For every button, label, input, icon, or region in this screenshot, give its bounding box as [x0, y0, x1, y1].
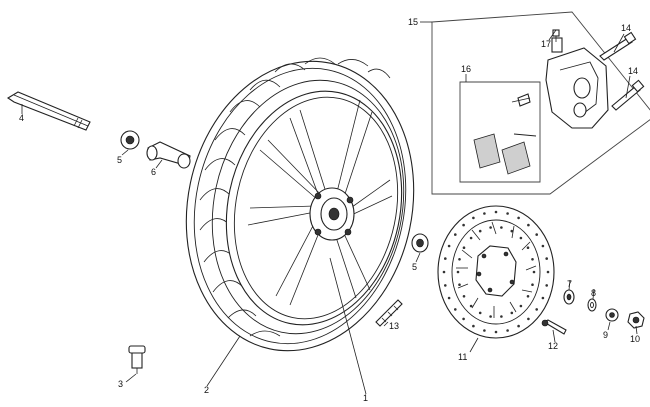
callout-3: 3 [118, 379, 124, 389]
leader-lines [21, 21, 638, 395]
disc-hole [531, 283, 534, 287]
washer-8 [587, 298, 597, 312]
disc-hole [510, 311, 514, 315]
disc-hole [545, 284, 548, 287]
disc-hole [531, 258, 534, 261]
callout-5a: 5 [117, 155, 123, 165]
disc-hole [458, 283, 461, 287]
disc-hole [472, 216, 475, 220]
callout-14a: 14 [621, 23, 632, 33]
brake-disc [437, 205, 555, 339]
bearing-left [120, 130, 140, 150]
callout-8: 8 [591, 288, 597, 298]
disc-hole [462, 317, 465, 321]
disc-hole [489, 226, 492, 229]
callout-5b: 5 [412, 262, 418, 272]
disc-hole [526, 295, 530, 298]
callout-16: 16 [461, 64, 472, 74]
disc-hole [483, 212, 486, 215]
disc-hole [462, 295, 466, 298]
disc-hole [489, 315, 492, 318]
callout-15: 15 [408, 17, 419, 27]
callout-14b: 14 [628, 66, 639, 76]
disc-hole [458, 258, 461, 261]
callout-4: 4 [19, 113, 25, 123]
disc-hole [500, 226, 503, 229]
disc-hole [506, 329, 509, 332]
brake-caliper-assembly [431, 11, 650, 195]
disc-hole [535, 233, 538, 236]
callout-10: 10 [630, 334, 641, 344]
speedo-ring [375, 299, 403, 327]
wheel-rim [225, 90, 403, 326]
pad-kit [459, 81, 541, 183]
callout-9: 9 [603, 330, 609, 340]
caliper-bolt-upper [599, 31, 637, 61]
disc-hole [527, 223, 530, 227]
disc-hole [541, 296, 545, 300]
disc-hole [526, 246, 530, 249]
callout-17: 17 [541, 39, 552, 49]
washer-9 [605, 308, 619, 322]
disc-hole [500, 315, 503, 318]
disc-hole [447, 296, 451, 300]
disc-hole [510, 229, 514, 233]
disc-hole [454, 233, 457, 236]
bearing-right [411, 233, 429, 253]
disc-hole [532, 270, 536, 274]
disc-hole [444, 284, 447, 287]
disc-hole [478, 311, 482, 315]
spacer [146, 141, 191, 169]
disc-hole [447, 244, 451, 248]
callout-11: 11 [458, 352, 468, 362]
disc-hole [494, 330, 498, 334]
callout-7: 7 [567, 279, 573, 289]
disc-hole [442, 270, 446, 274]
disc-hole [462, 246, 466, 249]
callout-12: 12 [548, 341, 559, 351]
disc-hole [456, 270, 460, 274]
disc-screw [541, 319, 567, 335]
disc-hole [483, 329, 486, 332]
callout-6: 6 [151, 167, 157, 177]
callout-1: 1 [363, 393, 369, 403]
valve [128, 345, 146, 374]
wheel-spindle [6, 91, 91, 131]
disc-hole [527, 317, 530, 321]
disc-hole [444, 257, 447, 260]
disc-hole [517, 216, 520, 220]
disc-hole [541, 244, 545, 248]
disc-hole [519, 236, 523, 240]
disc-hole [462, 223, 465, 227]
disc-hole [472, 324, 475, 328]
disc-hole [478, 229, 482, 233]
axle-nut [627, 311, 645, 329]
disc-hole [535, 308, 538, 311]
callout-2: 2 [204, 385, 210, 395]
disc-hole [506, 212, 509, 215]
disc-hole [517, 324, 520, 328]
disc-hole [469, 304, 473, 308]
callout-13: 13 [389, 321, 400, 331]
disc-hole [454, 308, 457, 311]
disc-hole [519, 304, 523, 308]
disc-hole [494, 210, 498, 214]
disc-hole [469, 236, 473, 240]
disc-hole [545, 257, 548, 260]
washer-7 [563, 289, 575, 305]
disc-hole [546, 270, 550, 274]
